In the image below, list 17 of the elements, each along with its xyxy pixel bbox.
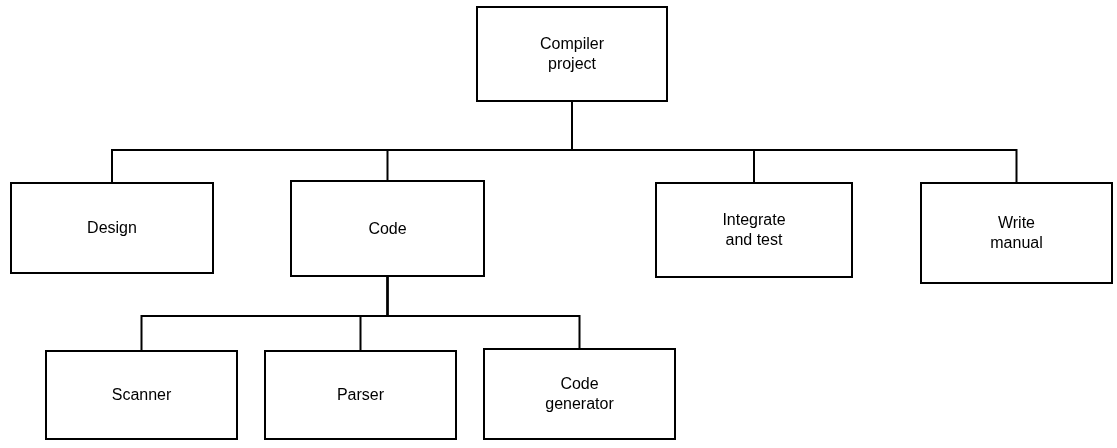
task-box — [10, 182, 214, 274]
task-label: Compiler project — [539, 34, 605, 74]
task-box — [655, 182, 853, 278]
task-label: Code — [368, 218, 407, 239]
task-label: Parser — [336, 385, 385, 405]
task-label: Integrate and test — [721, 210, 787, 250]
connector-line — [386, 276, 581, 349]
task-label: Write manual — [989, 213, 1044, 253]
task-box — [920, 182, 1113, 284]
task-label: Code generator — [544, 374, 615, 414]
task-box — [290, 180, 485, 277]
task-box — [483, 348, 676, 440]
task-box — [476, 6, 668, 102]
task-label: Design — [87, 218, 137, 238]
task-box — [45, 350, 238, 440]
task-box — [264, 350, 457, 440]
task-label: Scanner — [111, 385, 172, 405]
